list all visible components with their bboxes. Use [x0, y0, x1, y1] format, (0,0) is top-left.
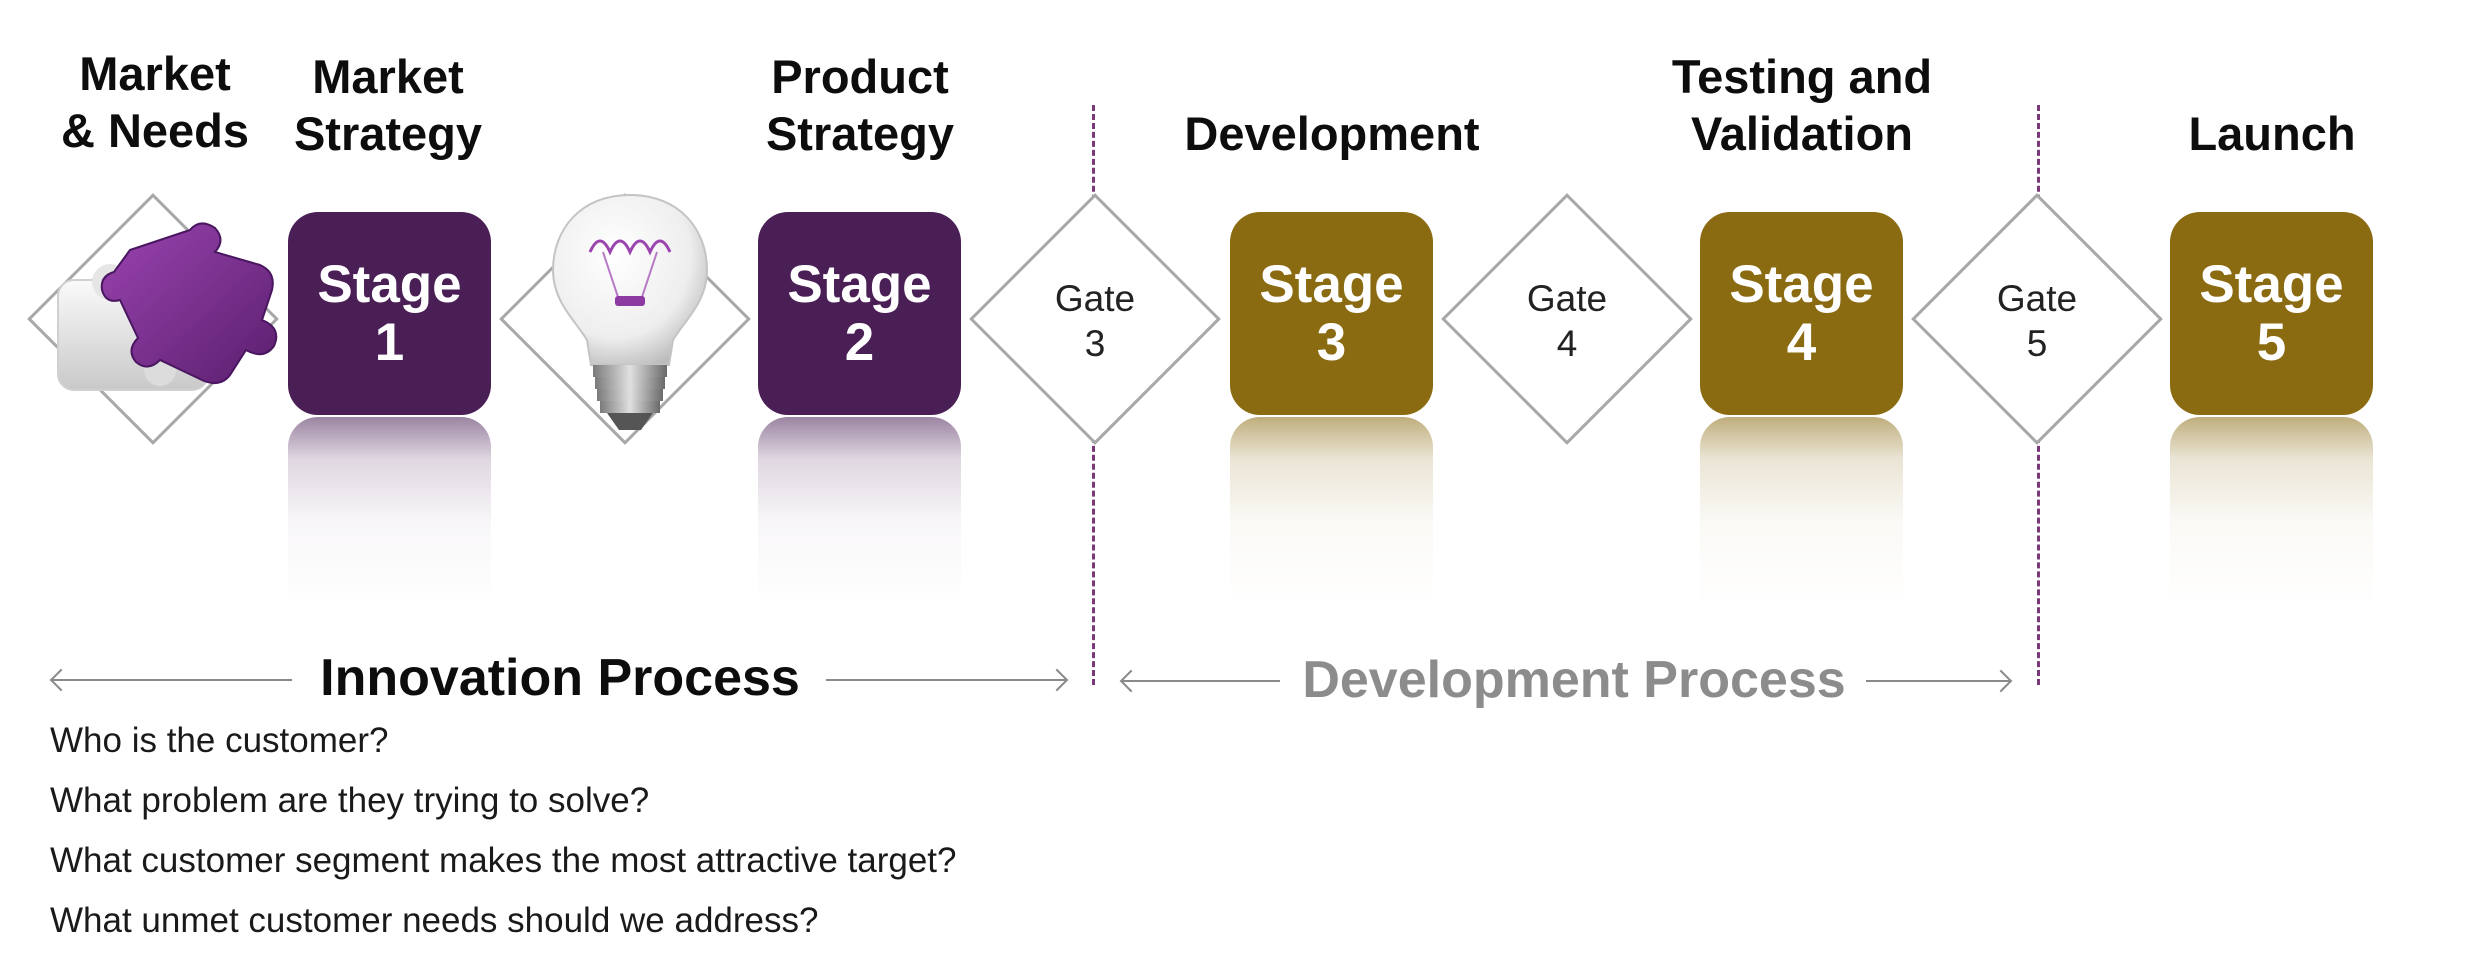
stage-word: Stage	[787, 255, 932, 314]
innovation-arrow-right-line	[826, 679, 1066, 681]
heading-line: Market	[312, 50, 464, 103]
heading-line: Product	[771, 50, 949, 103]
development-arrow-left-head	[1119, 669, 1143, 693]
stage-3-box: Stage 3	[1230, 212, 1433, 415]
development-arrow-right-head	[1989, 669, 2013, 693]
heading-line: Strategy	[765, 107, 955, 160]
gate-word: Gate	[1526, 278, 1608, 319]
stage-4-reflection	[1700, 417, 1903, 607]
question-item: Who is the customer?	[50, 721, 389, 760]
heading-product-strategy: Product Strategy	[766, 48, 954, 162]
gate-word: Gate	[1996, 278, 2078, 319]
stage-5-box: Stage 5	[2170, 212, 2373, 415]
gate-number: 5	[2026, 323, 2048, 364]
heading-market-strategy: Market Strategy	[294, 48, 482, 162]
development-arrow-right-line	[1866, 680, 2010, 682]
gate-5-label: Gate 5	[1957, 276, 2117, 366]
stage-number: 5	[2256, 313, 2287, 372]
gate-number: 4	[1556, 323, 1578, 364]
question-item: What customer segment makes the most att…	[50, 841, 957, 880]
gate-number: 3	[1084, 323, 1106, 364]
gate-3-label: Gate 3	[1015, 276, 1175, 366]
question-item: What problem are they trying to solve?	[50, 781, 650, 820]
heading-line: Strategy	[293, 107, 483, 160]
stage-3-reflection	[1230, 417, 1433, 607]
innovation-arrow-left-line	[52, 679, 292, 681]
heading-line: Validation	[1691, 107, 1913, 160]
heading-launch: Launch	[2188, 105, 2355, 162]
stage-word: Stage	[1729, 255, 1874, 314]
stage-5-reflection	[2170, 417, 2373, 607]
heading-line: & Needs	[60, 104, 250, 157]
stage-number: 3	[1316, 313, 1347, 372]
heading-line: Market	[79, 47, 231, 100]
stage-2-box: Stage 2	[758, 212, 961, 415]
gate-4-label: Gate 4	[1487, 276, 1647, 366]
puzzle-icon	[57, 222, 278, 391]
lightbulb-icon	[551, 193, 709, 430]
stage-number: 4	[1786, 313, 1817, 372]
gate-word: Gate	[1054, 278, 1136, 319]
heading-line: Testing and	[1671, 50, 1933, 103]
heading-development: Development	[1184, 105, 1479, 162]
stage-2-reflection	[758, 417, 961, 607]
innovation-process-label: Innovation Process	[320, 649, 800, 707]
heading-line: Development	[1184, 107, 1480, 160]
innovation-arrow-right-head	[1045, 668, 1069, 692]
stage-4-box: Stage 4	[1700, 212, 1903, 415]
heading-line: Launch	[2188, 107, 2356, 160]
stage-1-reflection	[288, 417, 491, 607]
stage-word: Stage	[317, 255, 462, 314]
heading-testing-validation: Testing and Validation	[1672, 48, 1932, 162]
heading-market-needs: Market & Needs	[61, 45, 249, 159]
stage-word: Stage	[1259, 255, 1404, 314]
stage-number: 1	[374, 313, 405, 372]
question-item: What unmet customer needs should we addr…	[50, 901, 819, 940]
innovation-arrow-left-head	[49, 668, 73, 692]
stage-number: 2	[844, 313, 875, 372]
development-process-label: Development Process	[1302, 651, 1846, 709]
stage-1-box: Stage 1	[288, 212, 491, 415]
stage-word: Stage	[2199, 255, 2344, 314]
development-arrow-left-line	[1122, 680, 1280, 682]
